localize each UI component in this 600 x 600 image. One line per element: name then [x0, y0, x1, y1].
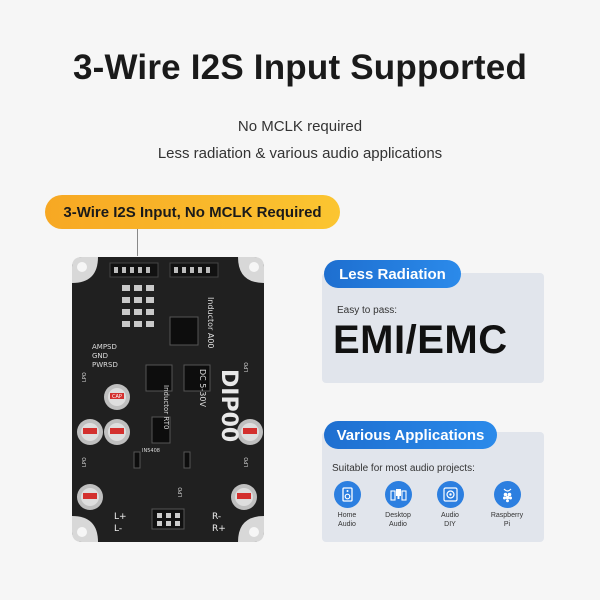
ampsd-label: AMPSD — [92, 343, 117, 351]
lpo-label: LPO — [244, 362, 250, 372]
speaker-icon — [333, 481, 361, 508]
callout-leader-line — [137, 229, 138, 256]
various-applications-heading: Various Applications — [324, 421, 497, 449]
app-label: Desktop — [385, 512, 411, 519]
gnd-label: GND — [92, 352, 108, 360]
desktop-speakers-icon — [384, 481, 412, 508]
diode-label: IN5408 — [142, 448, 160, 454]
app-label: Raspberry — [490, 512, 524, 519]
app-label: Home — [337, 512, 357, 519]
less-radiation-heading: Less Radiation — [324, 260, 461, 288]
callout-pill: 3-Wire I2S Input, No MCLK Required — [45, 195, 340, 229]
app-label: Audio — [389, 521, 407, 528]
pcb-illustration: Inductor A00 AMPSD GND PWRSD CAP DIP00 — [72, 257, 264, 542]
model-label: DIP00 — [216, 369, 241, 442]
left-plus-label: L+ — [114, 512, 127, 522]
subtitle-radiation: Less radiation & various audio applicati… — [157, 145, 443, 162]
inductor-a00-label: Inductor A00 — [206, 297, 215, 349]
raspberry-pi-icon — [493, 481, 521, 508]
app-label: DIY — [444, 521, 456, 528]
voltage-label: DC 5-30V — [198, 369, 207, 407]
lpo-label: LPO — [82, 372, 88, 382]
audio-diy-icon — [436, 481, 464, 508]
lpo-label: LPO — [178, 487, 184, 497]
page-title: 3-Wire I2S Input Supported — [72, 48, 528, 87]
lpo-label: LPO — [82, 457, 88, 467]
right-plus-label: R+ — [212, 524, 226, 534]
app-label: Pi — [503, 521, 511, 528]
app-label: Audio — [338, 521, 356, 528]
cap-label: CAP — [112, 394, 122, 400]
suitable-label: Suitable for most audio projects: — [332, 463, 475, 474]
less-radiation-card — [322, 273, 544, 383]
app-label: Audio — [441, 512, 459, 519]
emi-emc-text: EMI/EMC — [333, 318, 508, 362]
lpo-label: LPO — [244, 457, 250, 467]
right-minus-label: R- — [212, 512, 221, 522]
inductor-rt0-label: Inductor RT0 — [162, 385, 170, 429]
pwrsd-label: PWRSD — [92, 361, 118, 369]
subtitle-mclk: No MCLK required — [237, 118, 363, 135]
amplifier-board: Inductor A00 AMPSD GND PWRSD CAP DIP00 — [72, 257, 264, 542]
easy-to-pass-label: Easy to pass: — [337, 305, 398, 316]
left-minus-label: L- — [114, 524, 122, 534]
